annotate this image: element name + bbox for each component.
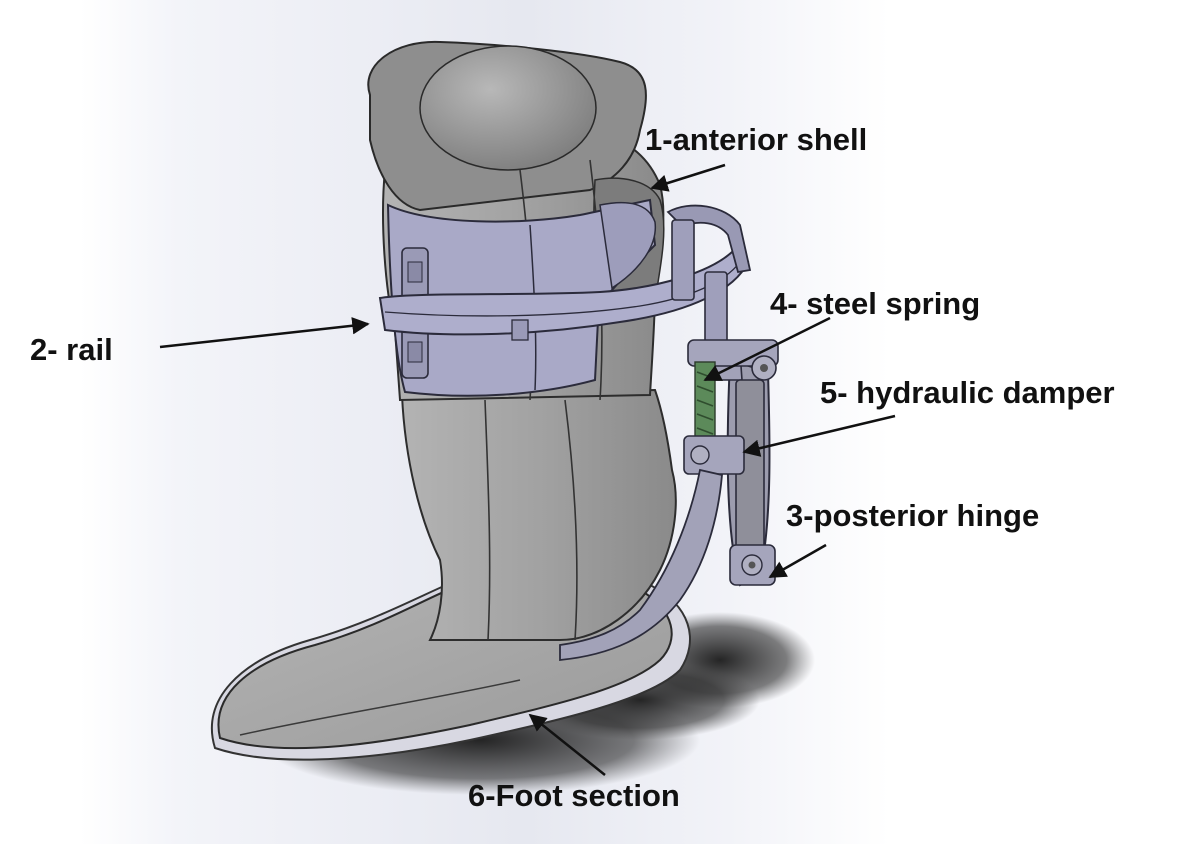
label-foot-section: 6-Foot section <box>468 778 680 813</box>
arrow-foot-section <box>528 713 606 776</box>
arrow-anterior-shell <box>650 163 726 192</box>
arrow-hydraulic-damper <box>742 414 896 457</box>
callout-arrows <box>159 163 896 776</box>
arrow-steel-spring <box>703 316 831 382</box>
rail <box>378 204 752 353</box>
label-rail: 2- rail <box>30 332 113 367</box>
posterior-hinge <box>559 339 779 661</box>
arrow-rail <box>159 317 370 349</box>
label-posterior-hinge: 3-posterior hinge <box>786 498 1040 533</box>
leg-shell <box>400 388 677 641</box>
arrow-posterior-hinge <box>768 543 827 579</box>
label-anterior-shell: 1-anterior shell <box>645 122 868 157</box>
label-hydraulic-damper: 5- hydraulic damper <box>820 375 1115 410</box>
label-steel-spring: 4- steel spring <box>770 286 981 321</box>
